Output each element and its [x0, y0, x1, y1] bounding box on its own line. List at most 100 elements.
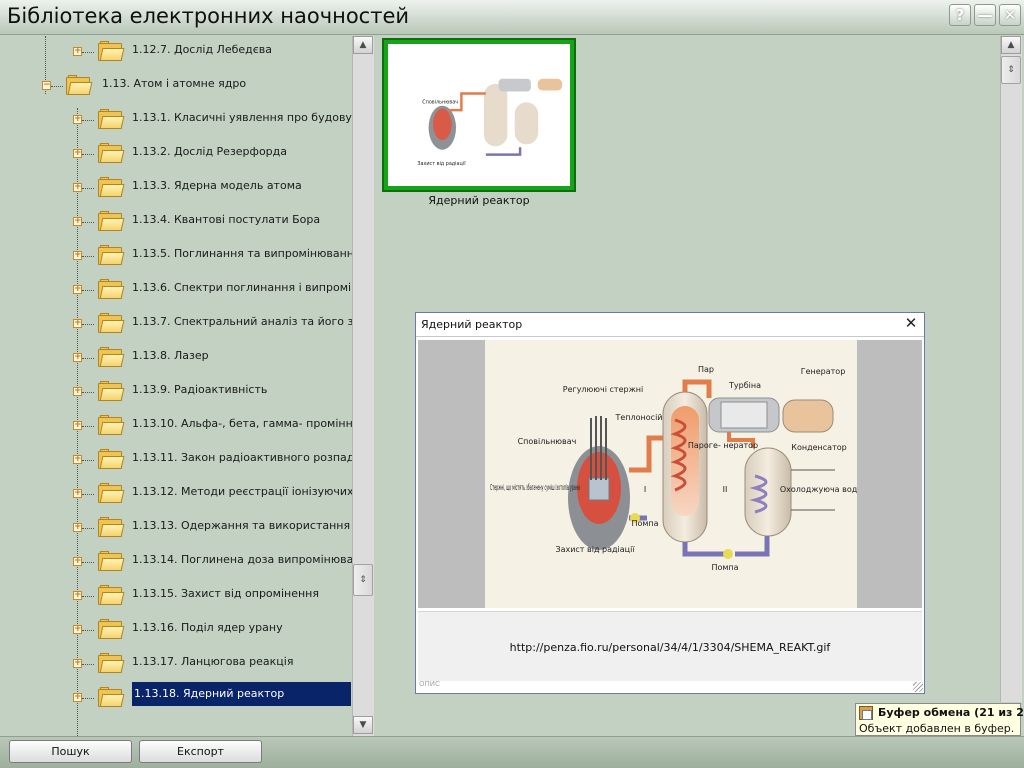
tree-item-label: 1.13.11. Закон радіоактивного розпаду — [132, 451, 352, 464]
tree-item[interactable]: +1.13.7. Спектральний аналіз та його за.… — [0, 308, 352, 338]
tree-item[interactable]: − 1.13. Атом і атомне ядро — [0, 70, 352, 100]
expand-icon[interactable]: + — [73, 46, 82, 56]
reactor-diagram-svg: Пар Турбіна Генератор Регулюючі стержні … — [490, 365, 857, 572]
folder-icon — [98, 211, 125, 231]
clipboard-message: Объект добавлен в буфер. — [859, 722, 1015, 735]
tree-item-label: 1.13.1. Класичні уявлення про будову а..… — [132, 111, 352, 124]
expand-icon[interactable]: + — [73, 318, 82, 328]
tree-connector — [82, 528, 94, 529]
expand-icon[interactable]: + — [73, 148, 82, 158]
diagram-label-circuit-two: II — [723, 485, 728, 494]
expand-icon[interactable]: + — [73, 488, 82, 498]
expand-icon[interactable]: + — [73, 522, 82, 532]
folder-icon — [98, 279, 125, 299]
tree-item-label: 1.13. Атом і атомне ядро — [102, 77, 247, 90]
tree-item[interactable]: +1.13.11. Закон радіоактивного розпаду — [0, 444, 352, 474]
popup-header: Ядерний реактор ✕ — [416, 313, 924, 337]
folder-icon — [98, 619, 125, 639]
tree-item[interactable]: +1.13.3. Ядерна модель атома — [0, 172, 352, 202]
tree-item-label: 1.13.16. Поділ ядер урану — [132, 621, 283, 634]
diagram-label-cooling-water: Охолоджуюча вода — [780, 485, 857, 494]
tree-item[interactable]: +1.13.8. Лазер — [0, 342, 352, 372]
diagram-label-pump-primary: Помпа — [631, 519, 658, 528]
diagram-label-moderator: Сповільнювач — [518, 437, 577, 446]
tree-item[interactable]: +1.13.15. Захист від опромінення — [0, 580, 352, 610]
clipboard-title: Буфер обмена (21 из 24) — [878, 706, 1024, 719]
tree-item[interactable]: +1.13.17. Ланцюгова реакція — [0, 648, 352, 678]
tree-scrollbar[interactable]: ▲ ⇕ ▼ — [352, 36, 374, 736]
export-button[interactable]: Експорт — [139, 740, 262, 763]
tree-connector — [82, 562, 94, 563]
tree-connector — [82, 290, 94, 291]
expand-icon[interactable]: + — [73, 624, 82, 634]
tree-item[interactable]: +1.13.12. Методи реєстрації іонізуючих в… — [0, 478, 352, 508]
diagram-label-generator: Генератор — [801, 367, 846, 376]
resize-grip[interactable] — [913, 682, 923, 692]
scroll-up-button[interactable]: ▲ — [1001, 36, 1021, 54]
tree-connector — [82, 698, 94, 699]
popup-title: Ядерний реактор — [421, 318, 523, 331]
tree-item[interactable]: +1.13.14. Поглинена доза випромінюван... — [0, 546, 352, 576]
folder-icon — [98, 381, 125, 401]
folder-icon — [98, 143, 125, 163]
popup-close-icon[interactable]: ✕ — [904, 314, 918, 332]
expand-icon[interactable]: + — [73, 352, 82, 362]
expand-icon[interactable]: + — [73, 420, 82, 430]
tree-item[interactable]: +1.13.5. Поглинання та випромінювання ..… — [0, 240, 352, 270]
expand-icon[interactable]: + — [73, 386, 82, 396]
tree-connector — [82, 222, 94, 223]
expand-icon[interactable]: + — [73, 284, 82, 294]
tree-item-label: 1.13.6. Спектри поглинання і випромін... — [132, 281, 352, 294]
tree-item[interactable]: +1.13.18. Ядерний реактор — [0, 682, 352, 712]
expand-icon[interactable]: + — [73, 556, 82, 566]
scroll-thumb[interactable]: ⇕ — [353, 564, 373, 596]
tree-item-label: 1.13.3. Ядерна модель атома — [132, 179, 302, 192]
tree-item[interactable]: +1.13.2. Дослід Резерфорда — [0, 138, 352, 168]
tree-item[interactable]: +1.13.4. Квантові постулати Бора — [0, 206, 352, 236]
tree-connector — [82, 630, 94, 631]
tree-item[interactable]: +1.13.1. Класичні уявлення про будову а.… — [0, 104, 352, 134]
close-button[interactable]: ✕ — [999, 4, 1021, 26]
clipboard-notification: Буфер обмена (21 из 24) Объект добавлен … — [855, 703, 1024, 736]
tree-item-label: 1.13.4. Квантові постулати Бора — [132, 213, 321, 226]
folder-icon — [66, 75, 93, 95]
tree-item[interactable]: +1.13.9. Радіоактивність — [0, 376, 352, 406]
tree-item-label: 1.13.13. Одержання та використання ра... — [132, 519, 352, 532]
diagram-label-pump-secondary: Помпа — [711, 563, 738, 572]
expand-icon[interactable]: + — [73, 114, 82, 124]
search-button[interactable]: Пошук — [9, 740, 132, 763]
topic-tree: +1.12.7. Дослід Лебедєва − 1.13. Атом і ат… — [0, 36, 352, 736]
image-thumbnail[interactable]: Сповільнювач Захист від радіації — [382, 38, 576, 192]
expand-icon[interactable]: + — [73, 216, 82, 226]
tree-item[interactable]: +1.13.6. Спектри поглинання і випромін..… — [0, 274, 352, 304]
expand-icon[interactable]: + — [73, 692, 82, 702]
folder-icon — [98, 483, 125, 503]
scroll-up-button[interactable]: ▲ — [353, 36, 373, 54]
thumbnail-caption: Ядерний реактор — [428, 194, 530, 207]
scroll-thumb[interactable]: ⇕ — [1001, 56, 1021, 84]
content-scrollbar[interactable]: ▲ ⇕ — [1000, 36, 1022, 702]
expand-icon[interactable]: + — [73, 590, 82, 600]
help-button[interactable]: ? — [949, 4, 971, 26]
tree-item-label: 1.13.7. Спектральний аналіз та його за..… — [132, 315, 352, 328]
tree-item[interactable]: +1.13.13. Одержання та використання ра..… — [0, 512, 352, 542]
tree-item-label: 1.13.12. Методи реєстрації іонізуючих в.… — [132, 485, 352, 498]
tree-connector — [82, 256, 94, 257]
expand-icon[interactable]: + — [73, 182, 82, 192]
scroll-down-button[interactable]: ▼ — [353, 716, 373, 734]
tree-item[interactable]: +1.13.16. Поділ ядер урану — [0, 614, 352, 644]
tree-item-label: 1.13.5. Поглинання та випромінювання ... — [132, 247, 352, 260]
popup-description: http://penza.fio.ru/personal/34/4/1/3304… — [418, 611, 922, 681]
tree-connector — [82, 120, 94, 121]
popup-image-area: Пар Турбіна Генератор Регулюючі стержні … — [418, 340, 922, 608]
expand-icon[interactable]: + — [73, 454, 82, 464]
tree-item[interactable]: +1.12.7. Дослід Лебедєва — [0, 36, 352, 66]
expand-icon[interactable]: + — [73, 658, 82, 668]
folder-icon — [98, 449, 125, 469]
collapse-icon[interactable]: − — [42, 80, 51, 90]
folder-icon — [98, 585, 125, 605]
tree-item[interactable]: +1.13.10. Альфа-, бета, гамма- проміння — [0, 410, 352, 440]
expand-icon[interactable]: + — [73, 250, 82, 260]
minimize-button[interactable]: — — [974, 4, 996, 26]
diagram-label-coolant: Теплоносій — [615, 413, 663, 422]
